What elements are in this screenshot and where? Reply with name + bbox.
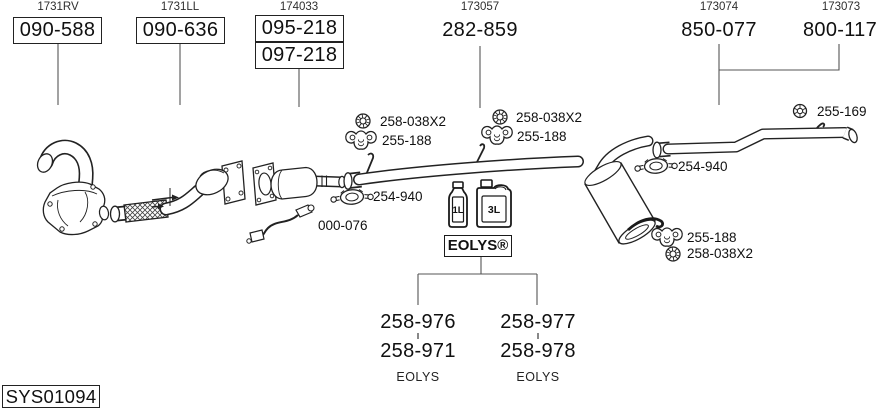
part-number-front-pipe[interactable]: 090-636 [136, 17, 225, 44]
small-bottle-label: 1L [452, 205, 463, 216]
large-bottle-label: 3L [488, 204, 501, 216]
callout-grommet-tail[interactable]: 255-169 [817, 104, 867, 119]
clamp-icon-front [329, 187, 375, 207]
part-number-manifold[interactable]: 090-588 [13, 17, 102, 44]
eolys-column1-label: EOLYS [396, 370, 440, 384]
eolys-bottles-drawing: 1L 3L [448, 179, 512, 228]
callout-clamp-front[interactable]: 254-940 [373, 189, 423, 204]
callout-nut-rear[interactable]: 258-038X2 [687, 246, 754, 261]
part-number-tail-pipe[interactable]: 800-117 [802, 19, 877, 41]
ref-label-rear-muffler: 173074 [699, 1, 739, 13]
part-number-centre-pipe[interactable]: 282-859 [442, 19, 518, 41]
ref-label-manifold: 1731RV [37, 1, 79, 13]
tail-pipe-drawing [652, 122, 858, 159]
centre-pipe-drawing [343, 143, 584, 190]
leader-lines [57, 44, 840, 339]
callout-nut-mid-right[interactable]: 258-038X2 [516, 110, 583, 125]
ref-label-centre-pipe: 173057 [460, 1, 500, 13]
part-number-eolys-4[interactable]: 258-978 [500, 340, 576, 362]
diagram-code-box: SYS01094 [2, 385, 100, 408]
part-number-catalyst-b[interactable]: 097-218 [255, 42, 344, 69]
rubber-hanger-icon-rear [651, 227, 683, 247]
callout-hanger-rear[interactable]: 255-188 [687, 230, 737, 245]
part-number-eolys-2[interactable]: 258-971 [380, 340, 456, 362]
callout-clamp-rear[interactable]: 254-940 [678, 159, 728, 174]
nut-icon-mid-right [492, 109, 508, 125]
rubber-hanger-icon-mid-left [345, 130, 377, 150]
part-number-eolys-3[interactable]: 258-977 [500, 311, 576, 333]
nut-icon-mid-left [355, 113, 371, 129]
eolys-column2-label: EOLYS [516, 370, 560, 384]
part-number-catalyst-a[interactable]: 095-218 [255, 15, 344, 42]
rubber-hanger-icon-mid-right [481, 125, 513, 145]
manifold-downpipe-drawing [36, 139, 110, 236]
ref-label-catalyst: 174033 [279, 1, 319, 13]
oxygen-sensor-drawing [246, 204, 315, 244]
ref-label-front-pipe: 1731LL [160, 1, 200, 13]
part-number-rear-muffler[interactable]: 850-077 [681, 19, 757, 41]
catalyst-dpf-drawing [252, 162, 346, 206]
rear-muffler-drawing [584, 135, 665, 245]
callout-sensor-wire[interactable]: 000-076 [318, 218, 368, 233]
clamp-icon-rear [633, 156, 679, 176]
callout-hanger-mid-left[interactable]: 255-188 [382, 133, 432, 148]
grommet-icon-tail [792, 103, 808, 119]
part-number-eolys-1[interactable]: 258-976 [380, 311, 456, 333]
callout-hanger-mid-right[interactable]: 255-188 [517, 129, 567, 144]
nut-icon-rear [665, 246, 681, 262]
callout-nut-mid-left[interactable]: 258-038X2 [380, 114, 447, 129]
ref-label-tail-pipe: 173073 [821, 1, 861, 13]
eolys-brand-box: EOLYS® [444, 235, 512, 257]
front-flex-pipe-drawing [109, 160, 246, 223]
